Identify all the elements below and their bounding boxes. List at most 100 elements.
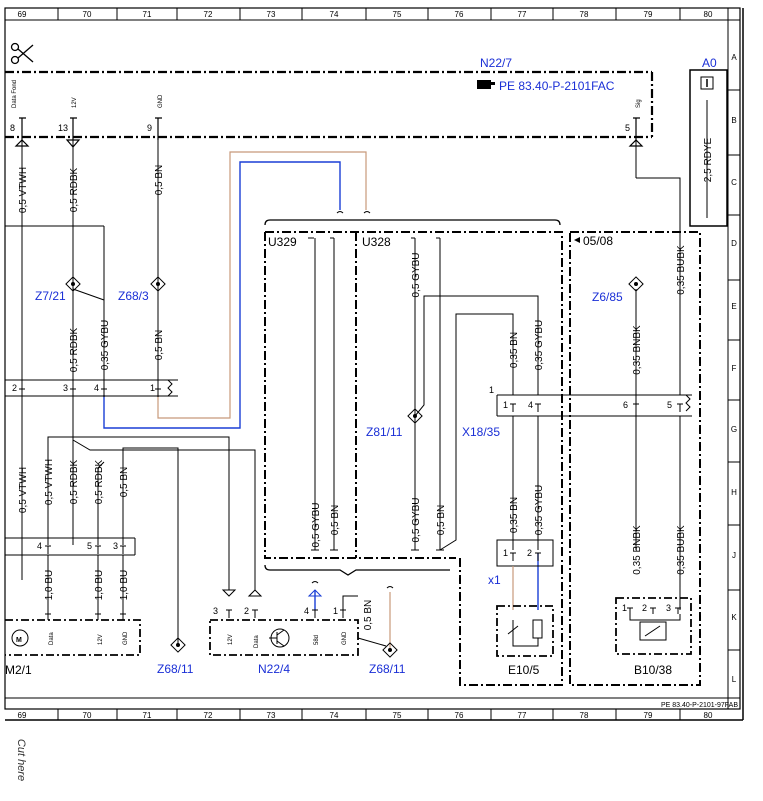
- splice-z68-11b: [357, 637, 398, 658]
- connector-row-left: [5, 379, 178, 397]
- col-num: 69: [18, 711, 27, 720]
- col-num: 79: [644, 711, 653, 720]
- component-n22-4: [209, 619, 359, 656]
- col-num: 75: [393, 10, 402, 19]
- pin-num: 4: [304, 606, 309, 616]
- z6-85-label: Z6/85: [592, 290, 623, 304]
- e10-5-label: E10/5: [508, 663, 540, 677]
- bracket-marks: [264, 219, 561, 576]
- col-num: 72: [204, 10, 213, 19]
- pin-name-data-fond: Data Fond: [12, 80, 18, 108]
- n22-7-label: N22/7: [480, 56, 512, 70]
- col-num: 71: [143, 711, 152, 720]
- wire-label: 0,5 VTWH: [18, 167, 29, 213]
- splice-z68-11a: [170, 637, 186, 653]
- m2-pins: [45, 613, 126, 620]
- break-marks: [336, 211, 371, 214]
- n22-4-label: N22/4: [258, 662, 290, 676]
- z7-21-label: Z7/21: [35, 289, 66, 303]
- row-letter: G: [731, 425, 737, 434]
- wire-label: 0,35 GYBU: [534, 485, 545, 536]
- n22-7-module-box: [5, 70, 654, 139]
- pin-name-sig: Sig: [636, 99, 642, 108]
- internal-wires: [308, 237, 539, 551]
- col-num: 78: [580, 711, 589, 720]
- connector-arrows: [14, 139, 644, 148]
- column-numbers-bottom: 69 70 71 72 73 74 75 76 77 78 79 80: [18, 711, 713, 720]
- z68-3-label: Z68/3: [118, 289, 149, 303]
- wire-label: 0,5 RDBK: [69, 459, 80, 504]
- pin-name-gnd: GND: [123, 631, 129, 645]
- colored-wires: [103, 151, 539, 650]
- m2-1-label: M2/1: [5, 663, 32, 677]
- pin-name-58d: 58d: [314, 635, 320, 645]
- pin-num: 1: [622, 603, 627, 613]
- pin-name-12v: 12V: [228, 634, 234, 645]
- wire-label: 0,5 RDBK: [69, 167, 80, 212]
- pin-num: 8: [10, 123, 15, 133]
- col-num: 77: [518, 711, 527, 720]
- pin-num: 1: [150, 383, 155, 393]
- pin-name-gnd: GND: [158, 94, 164, 108]
- col-num: 80: [704, 711, 713, 720]
- top-pins: Data Fond 12V GND Sig 8 13 9 5: [10, 80, 642, 140]
- pin-name-12v: 12V: [98, 634, 104, 645]
- wire-label: 0,35 BUBK: [676, 525, 687, 575]
- wire-label: 0,35 BNBK: [632, 325, 643, 375]
- col-num: 70: [83, 711, 92, 720]
- z68-11a-label: Z68/11: [157, 662, 194, 676]
- splice-z81-11: [407, 408, 423, 424]
- break-marks-lower: [311, 581, 394, 589]
- x18-35-label: X18/35: [462, 425, 500, 439]
- pin-num: 6: [623, 400, 628, 410]
- row-letter: A: [731, 53, 737, 62]
- splice-z6-85: [628, 276, 644, 550]
- pin-num: 9: [147, 123, 152, 133]
- wire-label: 1,0 BU: [94, 570, 105, 601]
- n22-7-reference: PE 83.40-P-2101FAC: [499, 79, 615, 93]
- wires-lower-left: [47, 436, 256, 645]
- component-b10-38: [615, 597, 692, 655]
- row-letters: A B C D E F G H J K L: [731, 53, 737, 684]
- resistor-icon: [507, 619, 543, 647]
- pin-num: 13: [58, 123, 68, 133]
- col-num: 80: [704, 10, 713, 19]
- b10-38-label: B10/38: [634, 663, 672, 677]
- z68-11b-label: Z68/11: [369, 662, 406, 676]
- reference-hand-icon: [477, 80, 495, 89]
- pin-num: 2: [12, 383, 17, 393]
- wire-label: 0,5 BN: [154, 330, 165, 361]
- pin-num: 1: [503, 548, 508, 558]
- pin-num: 2: [244, 606, 249, 616]
- col-num: 69: [18, 10, 27, 19]
- row-letter: F: [732, 364, 737, 373]
- col-num: 76: [455, 10, 464, 19]
- col-num: 71: [143, 10, 152, 19]
- u-boxes: [264, 231, 701, 686]
- wire-label: 0,5 BN: [363, 600, 374, 631]
- wire-label: 0,5 GYBU: [311, 502, 322, 547]
- row-letter: B: [731, 116, 736, 125]
- document-reference: PE 83.40-P-2101-97FAB: [661, 702, 738, 709]
- pin-name-data: Data: [254, 635, 260, 648]
- a0-label: A0: [702, 56, 717, 70]
- col-num: 78: [580, 10, 589, 19]
- row-letter: H: [731, 488, 737, 497]
- col-num: 74: [330, 711, 339, 720]
- z81-11-label: Z81/11: [366, 425, 403, 439]
- pin-num: 3: [666, 603, 671, 613]
- pin-num: 3: [113, 541, 118, 551]
- col-num: 75: [393, 711, 402, 720]
- pin-name-data: Data: [49, 632, 55, 645]
- a0-box: [689, 69, 728, 227]
- sensor-icon: [627, 607, 681, 641]
- pin-num: 4: [94, 383, 99, 393]
- pin-num: 5: [87, 541, 92, 551]
- col-num: 72: [204, 711, 213, 720]
- wire-label: 0,35 GYBU: [100, 320, 111, 371]
- row-letter: D: [731, 239, 737, 248]
- pin-num: 1: [333, 606, 338, 616]
- row-letter: K: [731, 613, 737, 622]
- pin-num: 5: [667, 400, 672, 410]
